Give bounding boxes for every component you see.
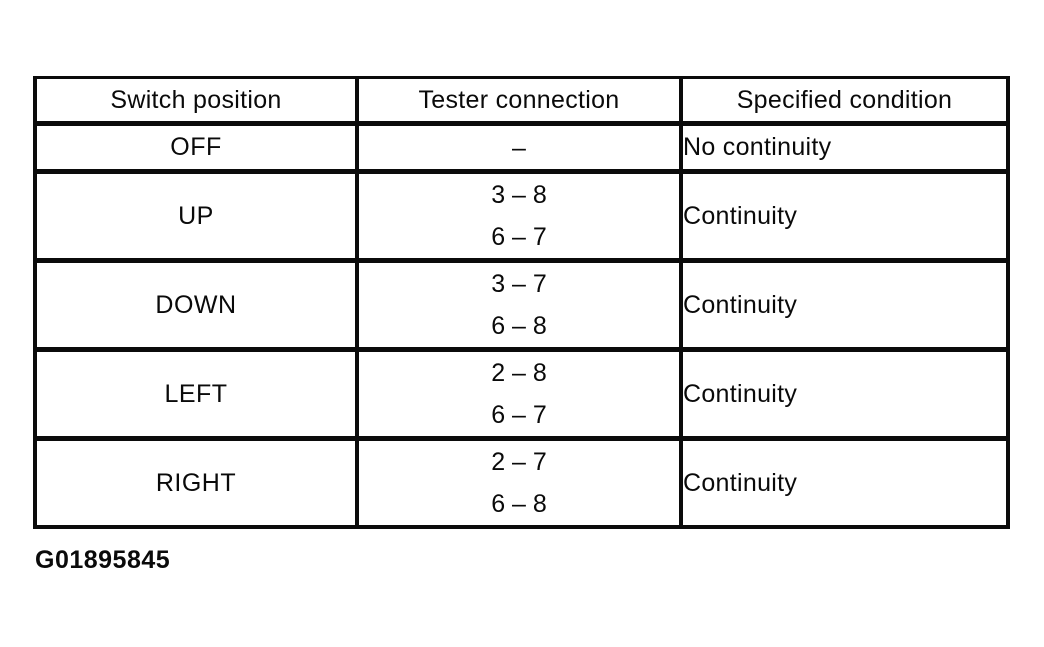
table-row-down: DOWN 3 – 7 6 – 8 Continuity (33, 258, 1010, 352)
connection-line: 6 – 8 (491, 490, 547, 518)
table-row-off: OFF – No continuity (33, 121, 1010, 174)
switch-position-cell: RIGHT (33, 436, 359, 529)
connection-line: 6 – 7 (491, 401, 547, 429)
connection-line: 3 – 8 (491, 181, 547, 209)
table-row-up: UP 3 – 8 6 – 7 Continuity (33, 169, 1010, 263)
column-header-specified-condition: Specified condition (679, 76, 1010, 126)
tester-connection-cell: 2 – 7 6 – 8 (355, 436, 683, 529)
connection-line: 2 – 7 (491, 448, 547, 476)
connection-line: 6 – 7 (491, 223, 547, 251)
table-row-right: RIGHT 2 – 7 6 – 8 Continuity (33, 436, 1010, 529)
switch-position-cell: DOWN (33, 258, 359, 352)
switch-position-cell: OFF (33, 121, 359, 174)
specified-condition-cell: No continuity (679, 121, 1010, 174)
table-row-left: LEFT 2 – 8 6 – 7 Continuity (33, 347, 1010, 441)
figure-id-label: G01895845 (35, 546, 171, 574)
connection-line: 6 – 8 (491, 312, 547, 340)
switch-position-cell: LEFT (33, 347, 359, 441)
column-header-switch-position: Switch position (33, 76, 359, 126)
tester-connection-cell: 3 – 7 6 – 8 (355, 258, 683, 352)
specified-condition-cell: Continuity (679, 436, 1010, 529)
tester-connection-cell: – (355, 121, 683, 174)
specified-condition-cell: Continuity (679, 347, 1010, 441)
table-header-row: Switch position Tester connection Specif… (33, 76, 1010, 126)
switch-position-cell: UP (33, 169, 359, 263)
connection-line: 2 – 8 (491, 359, 547, 387)
continuity-spec-table: Switch position Tester connection Specif… (33, 76, 1010, 529)
tester-connection-cell: 3 – 8 6 – 7 (355, 169, 683, 263)
specified-condition-cell: Continuity (679, 169, 1010, 263)
connection-line: 3 – 7 (491, 270, 547, 298)
specified-condition-cell: Continuity (679, 258, 1010, 352)
tester-connection-cell: 2 – 8 6 – 7 (355, 347, 683, 441)
connection-line: – (512, 133, 526, 162)
column-header-tester-connection: Tester connection (355, 76, 683, 126)
